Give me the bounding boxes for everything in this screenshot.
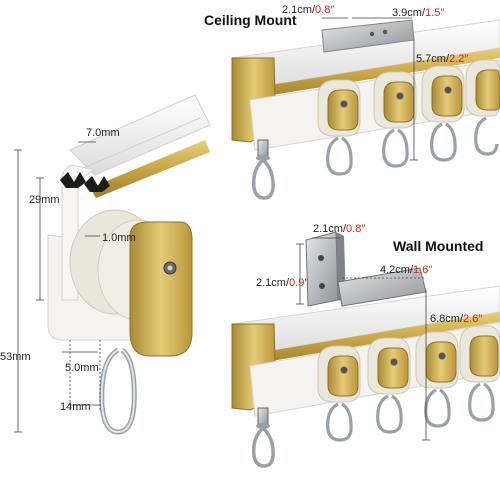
wall-dim-bracket-height: 2.1cm/0.9″ [256, 277, 309, 289]
wall-bracket [305, 231, 427, 307]
ceiling-dim-height: 5.7cm/2.2″ [416, 53, 469, 65]
ceiling-dimension-lines [322, 17, 418, 161]
wall-dimension-lines [296, 237, 430, 441]
ceiling-dim-bracket-length: 3.9cm/1.5″ [392, 7, 445, 19]
dim-height-53: 53mm [0, 351, 31, 363]
dim-height-29: 29mm [29, 194, 60, 206]
ceiling-dim-bracket-width: 2.1cm/0.8″ [282, 4, 335, 16]
dim-width-top: 7.0mm [86, 127, 120, 139]
wall-runners [317, 325, 500, 442]
wall-dim-bracket-width: 2.1cm/0.8″ [313, 223, 366, 235]
wall-dim-bracket-depth: 4.2cm/1.6″ [380, 264, 433, 276]
dim-width-14: 14mm [60, 401, 91, 413]
dim-offset-5: 5.0mm [65, 362, 99, 374]
ceiling-mount-heading: Ceiling Mount [204, 12, 297, 28]
ceiling-runners [317, 59, 500, 176]
wall-mounted-heading: Wall Mounted [393, 238, 484, 254]
wall-dim-height: 6.8cm/2.6″ [430, 313, 483, 325]
closeup-dimension-lines [14, 141, 101, 433]
dim-gap: 1.0mm [102, 232, 136, 244]
closeup-carrier [47, 164, 193, 435]
